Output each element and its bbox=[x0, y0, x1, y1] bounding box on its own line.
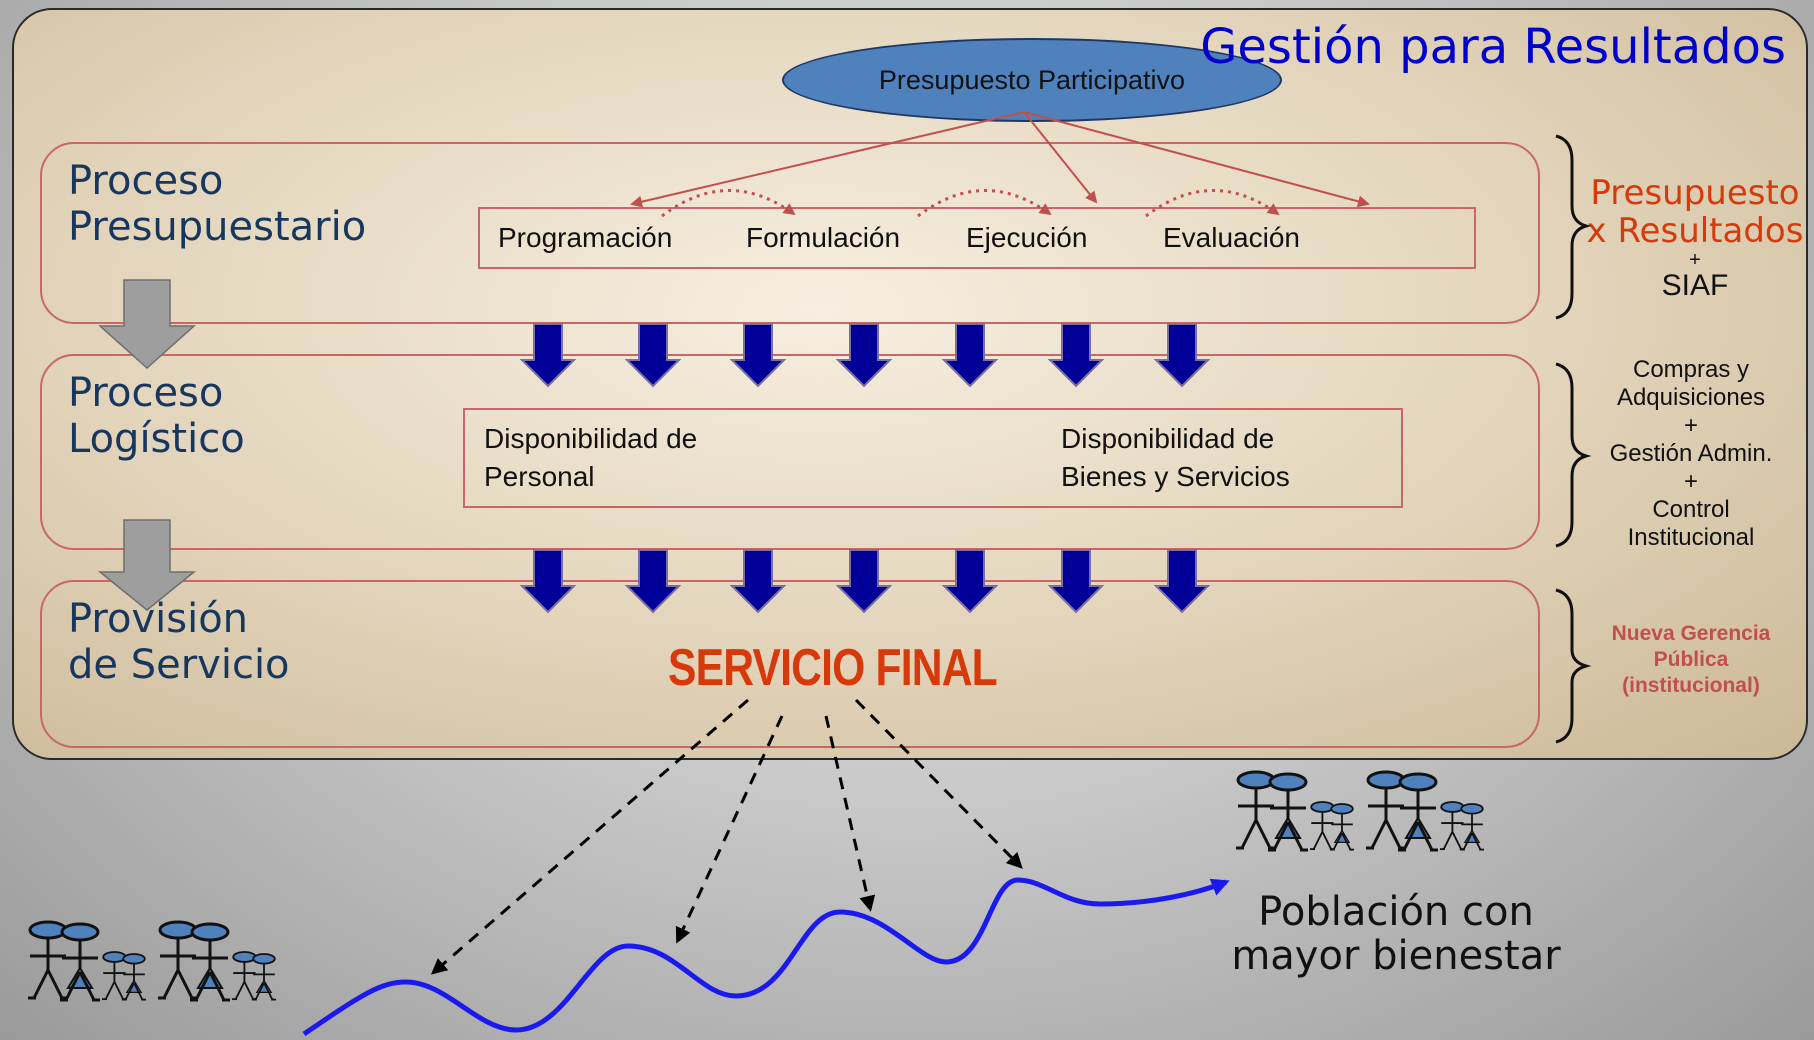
family-icon-left bbox=[28, 920, 277, 1002]
person-figure bbox=[1330, 803, 1355, 851]
down-arrow-0 bbox=[519, 549, 577, 614]
steps-box bbox=[478, 207, 1476, 269]
disponibilidad-bienes: Disponibilidad de Bienes y Servicios bbox=[1061, 423, 1290, 492]
dotted-prog-form bbox=[661, 189, 796, 218]
person-figure bbox=[1440, 801, 1465, 851]
impact-arrow-4 bbox=[854, 698, 1023, 869]
down-arrow-2 bbox=[729, 323, 787, 388]
person-figure bbox=[1460, 803, 1485, 851]
down-arrows-row-1 bbox=[519, 323, 1211, 388]
braces bbox=[1555, 134, 1592, 744]
person-figure bbox=[122, 953, 147, 1001]
presupuesto-participativo-node: Presupuesto Participativo bbox=[782, 38, 1282, 122]
arrow-to-programacion bbox=[630, 111, 1025, 208]
down-arrows-row-2 bbox=[519, 549, 1211, 614]
presupuesto-participativo-label: Presupuesto Participativo bbox=[878, 64, 1186, 95]
arrow-to-evaluacion bbox=[1023, 111, 1370, 208]
down-arrow-4 bbox=[941, 549, 999, 614]
side-plus: + bbox=[1689, 249, 1701, 271]
grey-arrow-1 bbox=[98, 279, 196, 370]
level-label-logistico: Proceso Logístico bbox=[68, 370, 245, 462]
dotted-form-ejec bbox=[917, 189, 1052, 218]
band-provision bbox=[40, 580, 1540, 748]
impact-arrow-1 bbox=[430, 698, 749, 975]
step-cycle-arrows bbox=[661, 189, 1280, 218]
step-programacion: Programación bbox=[498, 222, 673, 253]
disponibilidad-personal: Disponibilidad de Personal bbox=[484, 423, 698, 492]
person-figure bbox=[1268, 772, 1308, 852]
impact-arrow-2 bbox=[675, 715, 784, 944]
down-arrow-0 bbox=[519, 323, 577, 388]
impact-arrows bbox=[430, 698, 1023, 975]
band-logistico bbox=[40, 354, 1540, 550]
person-figure bbox=[60, 922, 100, 1002]
brace-presupuestario bbox=[1555, 134, 1592, 320]
down-arrow-3 bbox=[835, 549, 893, 614]
budget-arrows bbox=[630, 111, 1370, 208]
person-figure bbox=[190, 922, 230, 1002]
side-presupuesto-line2: x Resultados bbox=[1586, 211, 1804, 251]
side-presupuestario: Presupuesto x Resultados + SIAF bbox=[1580, 174, 1810, 302]
person-figure bbox=[252, 953, 277, 1001]
down-arrow-1 bbox=[624, 323, 682, 388]
person-figure bbox=[1236, 770, 1276, 850]
side-provision: Nueva Gerencia Pública (institucional) bbox=[1611, 622, 1771, 697]
level-label-provision: Provisión de Servicio bbox=[68, 596, 290, 688]
down-arrow-2 bbox=[729, 549, 787, 614]
side-logistico: Compras y Adquisiciones + Gestión Admin.… bbox=[1609, 356, 1773, 551]
down-arrow-1 bbox=[624, 549, 682, 614]
step-evaluacion: Evaluación bbox=[1163, 222, 1300, 253]
step-ejecucion: Ejecución bbox=[966, 222, 1088, 253]
step-formulacion: Formulación bbox=[746, 222, 901, 253]
arrow-to-ejecucion bbox=[1023, 111, 1098, 204]
side-siaf: SIAF bbox=[1661, 269, 1729, 302]
band-presupuestario bbox=[40, 142, 1540, 324]
wellbeing-wave bbox=[302, 877, 1230, 1037]
side-presupuesto-line1: Presupuesto bbox=[1590, 173, 1800, 213]
person-figure bbox=[28, 920, 68, 1000]
level-label-presupuestario: Proceso Presupuestario bbox=[68, 158, 367, 250]
down-arrow-4 bbox=[941, 323, 999, 388]
family-icon-right bbox=[1236, 770, 1485, 852]
poblacion-label: Población con mayor bienestar bbox=[1231, 889, 1561, 979]
down-arrow-3 bbox=[835, 323, 893, 388]
down-arrow-6 bbox=[1153, 323, 1211, 388]
dotted-ejec-eval bbox=[1145, 189, 1280, 218]
disponibilidad-box bbox=[463, 408, 1403, 508]
down-arrow-5 bbox=[1047, 323, 1105, 388]
brace-logistico bbox=[1555, 362, 1592, 548]
grey-arrow-2 bbox=[97, 519, 197, 611]
person-figure bbox=[102, 951, 127, 1001]
down-arrow-5 bbox=[1047, 549, 1105, 614]
person-figure bbox=[1366, 770, 1406, 850]
impact-arrow-3 bbox=[824, 715, 876, 912]
page-title: Gestión para Resultados bbox=[1200, 19, 1786, 75]
servicio-final-label: SERVICIO FINAL bbox=[668, 639, 998, 697]
person-figure bbox=[1398, 772, 1438, 852]
grey-level-arrows bbox=[97, 279, 197, 611]
brace-provision bbox=[1555, 588, 1592, 744]
down-arrow-6 bbox=[1153, 549, 1211, 614]
